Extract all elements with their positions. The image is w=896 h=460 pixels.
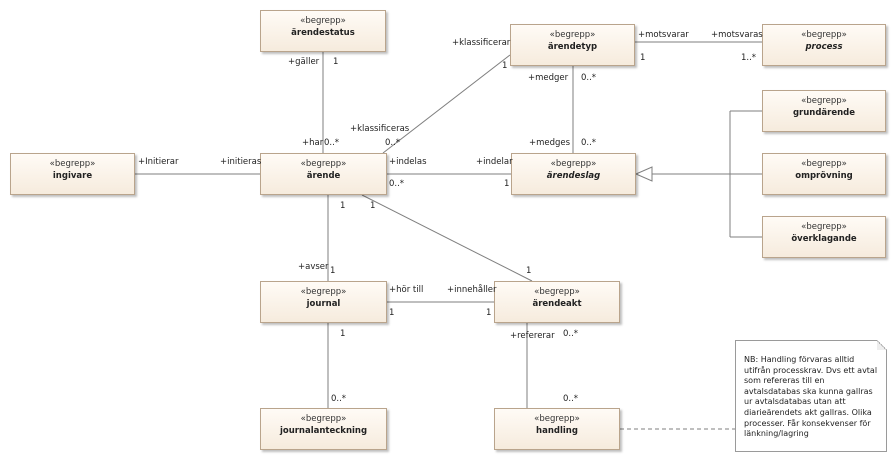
role-motsvaras: +motsvaras	[711, 30, 763, 40]
stereotype-label: «begrepp»	[49, 159, 96, 169]
class-name: ärendeakt	[532, 299, 582, 309]
mult-journal-bottom: 1	[340, 329, 346, 339]
stereotype-label: «begrepp»	[300, 16, 346, 26]
class-ingivare[interactable]: «begrepp» ingivare	[10, 153, 135, 195]
stereotype-label: «begrepp»	[300, 414, 347, 424]
role-indelar: +indelar	[476, 157, 513, 167]
mult-journalanteckning: 0..*	[331, 394, 347, 404]
role-galler: +gäller	[288, 57, 320, 67]
note-text: NB: Handling förvaras alltid utifrån pro…	[744, 355, 878, 439]
class-name: journalanteckning	[279, 426, 368, 436]
mult-avser: 1	[330, 266, 336, 276]
stereotype-label: «begrepp»	[300, 159, 347, 169]
stereotype-label: «begrepp»	[549, 30, 596, 40]
mult-klassificerar: 1	[502, 61, 508, 71]
class-journal[interactable]: «begrepp» journal	[260, 281, 387, 323]
class-name: omprövning	[795, 171, 853, 181]
role-har: +har	[302, 138, 324, 148]
class-overklagande[interactable]: «begrepp» överklagande	[762, 216, 886, 258]
stereotype-label: «begrepp»	[801, 96, 847, 106]
mult-arendeakt-top: 1	[526, 266, 532, 276]
role-initierar: +Initierar	[138, 157, 179, 167]
class-name: process	[805, 42, 843, 52]
class-process[interactable]: «begrepp» process	[762, 24, 886, 66]
mult-indelar: 1	[504, 179, 510, 189]
mult-indelas: 0..*	[389, 179, 405, 189]
note-fold-corner	[877, 340, 887, 350]
role-motsvarar: +motsvarar	[638, 30, 689, 40]
role-indelas: +indelas	[389, 157, 427, 167]
class-name: ingivare	[52, 171, 93, 181]
mult-innehaller: 1	[486, 308, 492, 318]
class-journalanteckning[interactable]: «begrepp» journalanteckning	[260, 408, 387, 450]
mult-har: 0..*	[324, 138, 340, 148]
class-name: grundärende	[792, 108, 856, 118]
mult-motsvaras: 1..*	[741, 53, 757, 63]
class-name: handling	[536, 426, 578, 436]
role-klassificerar: +klassificerar	[452, 38, 511, 48]
mult-klassificeras: 0..*	[385, 138, 401, 148]
association-klassificerar	[382, 54, 511, 154]
mult-galler: 1	[333, 57, 339, 67]
mult-refererar: 0..*	[563, 329, 579, 339]
role-initieras: +initieras	[220, 157, 262, 167]
class-name: journal	[306, 299, 341, 309]
note-handling[interactable]: NB: Handling förvaras alltid utifrån pro…	[735, 340, 887, 452]
association-arendeakt	[361, 194, 533, 282]
role-innehaller: +innehåller	[447, 285, 497, 295]
mult-medges: 0..*	[581, 138, 597, 148]
role-refererar: +refererar	[510, 331, 555, 341]
class-omprovning[interactable]: «begrepp» omprövning	[762, 153, 886, 195]
stereotype-label: «begrepp»	[801, 30, 847, 40]
class-arendestatus[interactable]: «begrepp» ärendestatus	[260, 10, 386, 52]
role-medger: +medger	[528, 73, 569, 83]
mult-arende-arendeakt: 1	[370, 201, 376, 211]
role-medges: +medges	[529, 138, 571, 148]
mult-hor-till: 1	[389, 308, 395, 318]
generalization-arrowhead	[634, 166, 653, 182]
stereotype-label: «begrepp»	[300, 287, 347, 297]
mult-motsvarar: 1	[640, 53, 646, 63]
mult-handling: 0..*	[563, 394, 579, 404]
class-arendetyp[interactable]: «begrepp» ärendetyp	[510, 24, 635, 66]
stereotype-label: «begrepp»	[534, 287, 580, 297]
class-name: ärende	[306, 171, 341, 181]
class-arendeakt[interactable]: «begrepp» ärendeakt	[494, 281, 620, 323]
stereotype-label: «begrepp»	[550, 159, 597, 169]
class-name: ärendestatus	[291, 28, 355, 38]
class-arende[interactable]: «begrepp» ärende	[260, 153, 387, 195]
class-arendeslag[interactable]: «begrepp» ärendeslag	[511, 153, 636, 195]
stereotype-label: «begrepp»	[801, 222, 847, 232]
stereotype-label: «begrepp»	[534, 414, 580, 424]
class-name: överklagande	[791, 234, 857, 244]
role-hor-till: +hör till	[389, 285, 424, 295]
class-grundarende[interactable]: «begrepp» grundärende	[762, 90, 886, 132]
stereotype-label: «begrepp»	[801, 159, 847, 169]
class-name: ärendeslag	[546, 171, 601, 181]
role-avser: +avser	[298, 262, 329, 272]
mult-arende-journal: 1	[340, 201, 346, 211]
role-klassificeras: +klassificeras	[350, 124, 410, 134]
mult-medger: 0..*	[581, 73, 597, 83]
class-handling[interactable]: «begrepp» handling	[494, 408, 620, 450]
class-name: ärendetyp	[547, 42, 598, 52]
